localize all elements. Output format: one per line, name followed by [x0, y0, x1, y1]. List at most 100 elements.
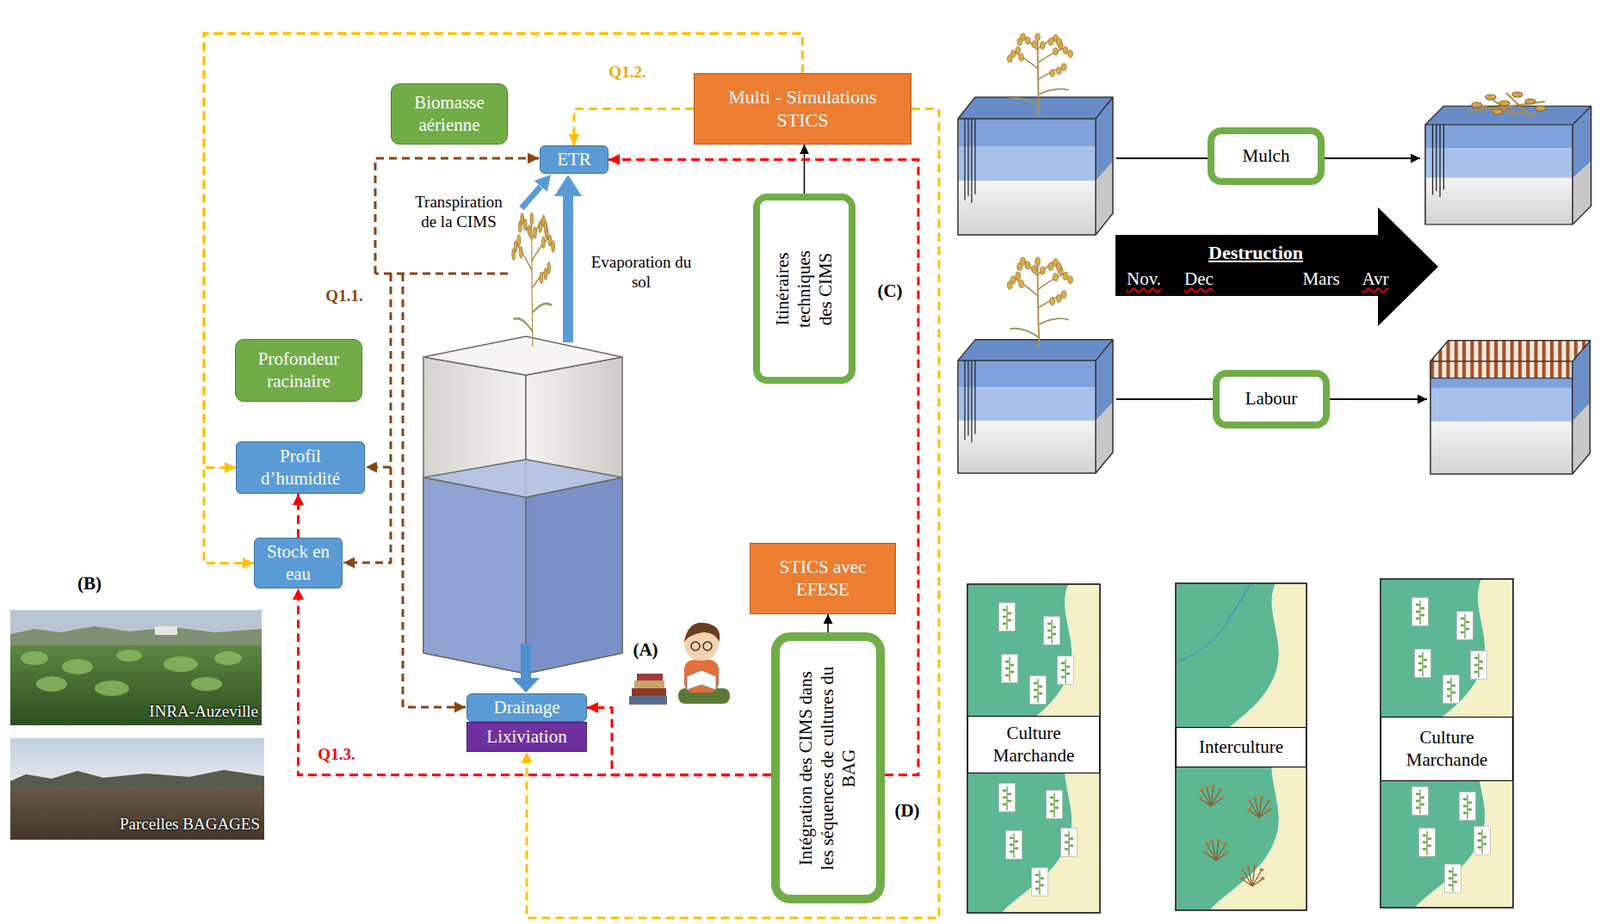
panel-frame: [1380, 579, 1514, 909]
question-label: Q1.3.: [311, 745, 362, 766]
period-box: Culture Marchande: [1380, 716, 1514, 782]
node-text: Lixiviation: [474, 726, 580, 748]
node-text: Nov.: [1126, 268, 1162, 291]
node-text: Biomasse aérienne: [400, 92, 499, 136]
tilled-layer: [1430, 361, 1573, 378]
callout-letter: (C): [871, 280, 909, 303]
photo-caption: INRA-Auzeville: [103, 702, 259, 723]
connector: [298, 588, 773, 776]
method-box: Itinéraires techniques des CIMS: [753, 193, 856, 384]
panel-frame: [1175, 583, 1307, 911]
crop-icon: [1457, 611, 1474, 641]
map: [968, 752, 1100, 913]
flow-line: [375, 158, 539, 274]
callout-letter: (A): [626, 639, 665, 662]
flux-box: ETR: [539, 145, 609, 174]
crop-icon: [1061, 828, 1078, 858]
cover-crop: [512, 213, 556, 347]
map: [1176, 584, 1306, 745]
crop-icon: [1046, 790, 1063, 820]
photo-field: [10, 610, 262, 726]
photo-ground: [10, 738, 265, 841]
tilled-top: [1430, 340, 1590, 362]
reader-figure: [629, 623, 730, 705]
column-water-top: [423, 459, 623, 498]
period-box: Interculture: [1175, 727, 1307, 768]
column-face: [423, 357, 526, 674]
transpiration-arrow: [534, 174, 551, 192]
crop-icon: [1030, 676, 1047, 705]
connector: [526, 109, 939, 920]
map: [1176, 750, 1306, 910]
crop-icon: [1031, 868, 1049, 897]
book: [631, 688, 667, 697]
sequence-line: [1116, 157, 1208, 160]
connector: [586, 708, 772, 776]
flow-line: [343, 273, 391, 563]
map-panel: [1380, 579, 1514, 909]
node-text: Culture Marchande: [975, 722, 1093, 767]
crop-icon: [1057, 656, 1075, 686]
soil-column: [423, 336, 623, 674]
book: [634, 680, 665, 689]
crop-icon: [1006, 831, 1023, 860]
crop-icon: [999, 784, 1016, 813]
river: [1176, 585, 1250, 663]
node-text: Intégration des CIMS dans les séquences …: [795, 665, 861, 872]
flow-line: [402, 273, 466, 708]
crop-icon: [1414, 649, 1432, 679]
node-text: Labour: [1226, 388, 1316, 410]
crop-icon: [1412, 787, 1429, 816]
map-panel: [1175, 583, 1307, 911]
photo-trees: [10, 626, 262, 646]
period-box: Culture Marchande: [967, 716, 1100, 774]
soil-cube: [957, 97, 1113, 235]
crop-icon: [1474, 827, 1491, 856]
connector: [574, 109, 694, 146]
photo-plot: [10, 738, 265, 841]
dry-residue: [1247, 796, 1273, 818]
variable-box: Profondeur racinaire: [234, 339, 363, 402]
open-book: [686, 670, 717, 691]
photo-leaves: [20, 649, 242, 697]
flux-box: Lixiviation: [466, 722, 587, 753]
crop-icon: [1001, 654, 1019, 684]
child-body: [684, 660, 719, 693]
node-text: Destruction: [1208, 241, 1304, 265]
evaporation-arrow: [562, 194, 574, 343]
photo-ground: [10, 610, 262, 726]
soil-cube: [1430, 340, 1590, 475]
plant-flows: [343, 158, 539, 708]
node-text: STICS avec EFESE: [764, 556, 882, 600]
flux-box: Profil d’humidité: [235, 441, 365, 495]
photo-sky: [10, 610, 262, 635]
node-text: ETR: [547, 148, 601, 171]
node-text: Interculture: [1183, 736, 1299, 759]
book: [636, 673, 663, 681]
node-text: Profondeur racinaire: [244, 348, 353, 392]
flow-line: [365, 466, 391, 470]
callout-letter: (D): [888, 800, 927, 822]
crop-icon: [1459, 792, 1477, 822]
dry-residue: [1198, 784, 1224, 807]
connector: [803, 144, 806, 194]
column-water: [423, 477, 526, 674]
node-text: Mulch: [1221, 145, 1311, 167]
connector: [296, 494, 300, 538]
column-face: [525, 357, 623, 674]
child-glasses: [703, 642, 712, 651]
drainage-arrow: [512, 678, 540, 693]
arrow-shape: [1115, 207, 1439, 327]
callout-letter: (B): [70, 573, 109, 595]
node-text: Stock en eau: [261, 541, 335, 585]
crop-icon: [1443, 675, 1460, 705]
model-box: STICS avec EFESE: [749, 543, 896, 615]
cover-crop: [1006, 33, 1073, 116]
dry-residue: [1204, 839, 1230, 861]
question-label: Q1.1.: [320, 286, 369, 307]
practice-box: Labour: [1212, 370, 1330, 429]
soil-cube: [957, 339, 1113, 474]
photo-trees: [10, 770, 265, 788]
panel-frame: [967, 584, 1100, 914]
